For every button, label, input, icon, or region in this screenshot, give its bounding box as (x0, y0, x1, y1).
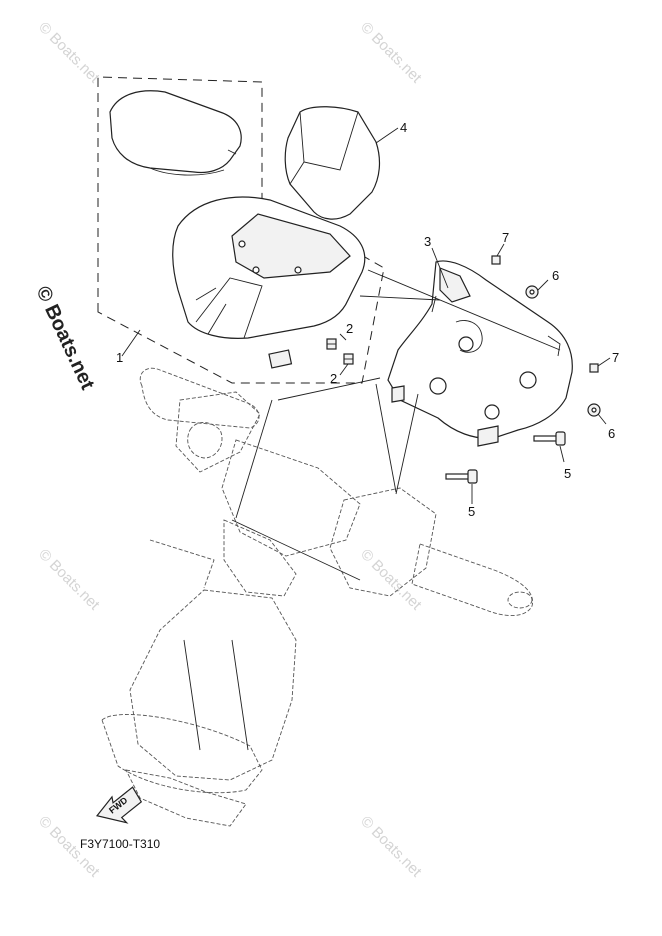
watermark-mid-left: © Boats.net (35, 546, 103, 614)
callout-6b: 6 (608, 426, 615, 441)
callout-2a: 2 (346, 321, 353, 336)
callout-4: 4 (400, 120, 407, 135)
callout-1: 1 (116, 350, 123, 365)
handlebar-steering-reference (101, 367, 534, 827)
callout-6a: 6 (552, 268, 559, 283)
watermark-top-right: © Boats.net (357, 19, 425, 87)
lower-cover-part-3 (387, 260, 573, 447)
bolt-5b (445, 469, 478, 484)
watermark-bottom-right: © Boats.net (357, 813, 425, 881)
watermark-mid-right: © Boats.net (357, 546, 425, 614)
callout-7a: 7 (502, 230, 509, 245)
watermark-top-left: © Boats.net (35, 19, 103, 87)
leader-lines (121, 127, 611, 504)
watermark-side: © Boats.net (31, 283, 98, 394)
handle-cover-pad (109, 90, 242, 176)
handle-cover-main (172, 196, 366, 369)
nut-6b (587, 403, 601, 417)
nut-6a (525, 285, 539, 299)
screw-7a (491, 255, 501, 265)
callout-5a: 5 (564, 466, 571, 481)
fwd-arrow-icon: FWD (95, 786, 143, 824)
callout-5b: 5 (468, 504, 475, 519)
bolt-5a (533, 431, 566, 446)
callout-3: 3 (424, 234, 431, 249)
cap-part-4 (284, 106, 381, 220)
callout-7b: 7 (612, 350, 619, 365)
screw-2a (326, 338, 337, 350)
callout-2b: 2 (330, 371, 337, 386)
callout-labels: 1 2 2 3 4 5 5 6 6 7 7 (116, 120, 619, 519)
screw-2b (343, 353, 354, 365)
drawing-code: F3Y7100-T310 (80, 837, 160, 851)
screw-7b (589, 363, 599, 373)
